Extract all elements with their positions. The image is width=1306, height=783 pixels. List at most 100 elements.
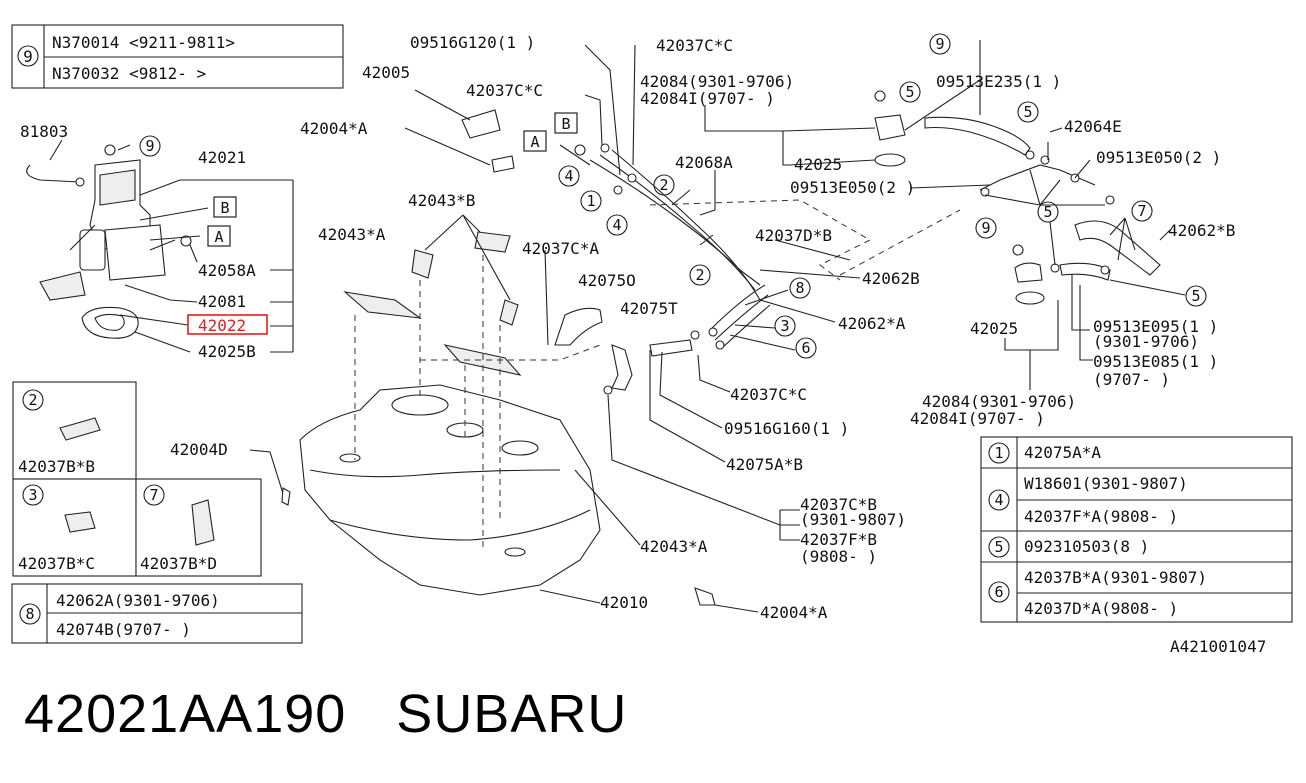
callout-8: 8 (795, 279, 804, 297)
label-42021: 42021 (198, 148, 246, 167)
table9-row-1: N370014 <9211-9811> (52, 33, 235, 52)
callout-9-top: 9 (935, 35, 944, 53)
ref-box-A-center: A (530, 133, 539, 151)
legend-1-num: 1 (994, 444, 1003, 462)
label-09513E085-range: (9707- ) (1093, 370, 1170, 389)
inset3-number: 3 (28, 486, 37, 504)
table9-row-2: N370032 <9812- > (52, 64, 206, 83)
footer-part-number: 42021AA190 (24, 684, 347, 744)
inset3-label: 42037B*C (18, 554, 95, 573)
footer-caption: 42021AA190 SUBARU (24, 683, 627, 745)
legend-4-text-b: 42037F*A(9808- ) (1024, 507, 1178, 526)
pipe-variant-table: 8 42062A(9301-9706) 42074B(9707- ) (11, 583, 303, 644)
label-42064E: 42064E (1064, 117, 1122, 136)
legend-5-text: 092310503(8 ) (1024, 537, 1149, 556)
label-09513E095-range: (9301-9706) (1093, 332, 1199, 351)
legend-table: 1 42075A*A 4 W18601(9301-9807) 42037F*A(… (980, 436, 1293, 623)
callout-9: 9 (145, 137, 154, 155)
legend-5-num: 5 (994, 538, 1003, 556)
hose-42075O (554, 307, 603, 346)
label-42037CA: 42037C*A (522, 239, 599, 258)
legend-1-text: 42075A*A (1024, 443, 1101, 462)
ref-box-B: B (220, 199, 229, 217)
highlight-box[interactable] (187, 314, 268, 335)
label-42022-highlighted[interactable]: 42022 (198, 316, 246, 335)
inset2-number: 2 (28, 391, 37, 409)
label-42037FB-range: (9808- ) (800, 547, 877, 566)
callouts: 9 9 5 5 5 5 7 4 4 1 2 2 8 3 6 A B (523, 33, 1207, 359)
hose-42062B (1074, 220, 1161, 276)
label-42084I-lower: 42084I(9707- ) (910, 409, 1045, 428)
table8-row-2: 42074B(9707- ) (56, 620, 191, 639)
callout-9-right: 9 (981, 219, 990, 237)
label-42004A-lower: 42004*A (760, 603, 828, 622)
fuel-pump-assembly (26, 144, 192, 339)
legend-4-num: 4 (994, 491, 1003, 509)
vent-valve-lower (1012, 244, 1111, 305)
callout-5-a: 5 (905, 83, 914, 101)
bracket-42004A-lower (694, 587, 716, 606)
label-42005: 42005 (362, 63, 410, 82)
label-42037DB: 42037D*B (755, 226, 832, 245)
label-42037CB: 42037C*B (800, 495, 877, 514)
label-42062A: 42062*A (838, 314, 906, 333)
label-42081: 42081 (198, 292, 246, 311)
ref-box-B-center: B (561, 115, 570, 133)
label-42043A: 42043*A (318, 225, 386, 244)
label-42037CC-mid: 42037C*C (466, 81, 543, 100)
clip-inset-3: 3 42037B*C (12, 478, 137, 577)
label-42004A: 42004*A (300, 119, 368, 138)
label-09516G120: 09516G120(1 ) (410, 33, 535, 52)
callout-2-a: 2 (659, 176, 668, 194)
callout-4-a: 4 (564, 167, 573, 185)
label-42037CC-lower: 42037C*C (730, 385, 807, 404)
label-42004D: 42004D (170, 440, 228, 459)
label-42025-right: 42025 (970, 319, 1018, 338)
label-42084I: 42084I(9707- ) (640, 89, 775, 108)
pad-42043A (343, 291, 423, 319)
label-42058A: 42058A (198, 261, 256, 280)
inset7-label: 42037B*D (140, 554, 217, 573)
label-09513E235: 09513E235(1 ) (936, 72, 1061, 91)
label-09513E050-left: 09513E050(2 ) (790, 178, 915, 197)
legend-6-text-a: 42037B*A(9301-9807) (1024, 568, 1207, 587)
label-42068A: 42068A (675, 153, 733, 172)
bracket-42005 (461, 109, 501, 139)
legend-4-text-a: W18601(9301-9807) (1024, 474, 1188, 493)
callout-4-b: 4 (612, 216, 621, 234)
label-09513E050-right: 09513E050(2 ) (1096, 148, 1221, 167)
vent-valve-upper (874, 90, 1031, 167)
label-42084: 42084(9301-9706) (640, 72, 794, 91)
label-42075AB: 42075A*B (726, 455, 803, 474)
inset7-number: 7 (149, 486, 158, 504)
table9-number: 9 (23, 47, 33, 66)
bolt-variant-table: 9 N370014 <9211-9811> N370032 <9812- > (11, 24, 344, 89)
label-42043A-lower: 42043*A (640, 537, 708, 556)
table8-row-1: 42062A(9301-9706) (56, 591, 220, 610)
callout-2-b: 2 (695, 266, 704, 284)
label-42010: 42010 (600, 593, 648, 612)
label-42043B: 42043*B (408, 191, 475, 210)
label-42075O: 42075O (578, 271, 636, 290)
callout-5-b: 5 (1023, 103, 1032, 121)
label-42025-top: 42025 (794, 155, 842, 174)
callout-3: 3 (780, 317, 789, 335)
label-42062B-star: 42062*B (1168, 221, 1235, 240)
label-42075T: 42075T (620, 299, 678, 318)
clip-inset-2: 2 42037B*B (12, 381, 137, 480)
ref-box-A: A (214, 228, 223, 246)
diagram-code: A421001047 (1170, 637, 1266, 656)
table8-number: 8 (25, 605, 34, 623)
callout-7: 7 (1137, 202, 1146, 220)
label-09513E085: 09513E085(1 ) (1093, 352, 1218, 371)
callout-5-c: 5 (1043, 203, 1052, 221)
footer-brand: SUBARU (396, 684, 628, 744)
label-42037CC-top: 42037C*C (656, 36, 733, 55)
label-09513E095: 09513E095(1 ) (1093, 317, 1218, 336)
label-09516G160: 09516G160(1 ) (724, 419, 849, 438)
inset2-label: 42037B*B (18, 457, 95, 476)
label-42037FB: 42037F*B (800, 530, 877, 549)
label-42037CB-range: (9301-9807) (800, 510, 906, 529)
fuel-tank (299, 384, 601, 596)
